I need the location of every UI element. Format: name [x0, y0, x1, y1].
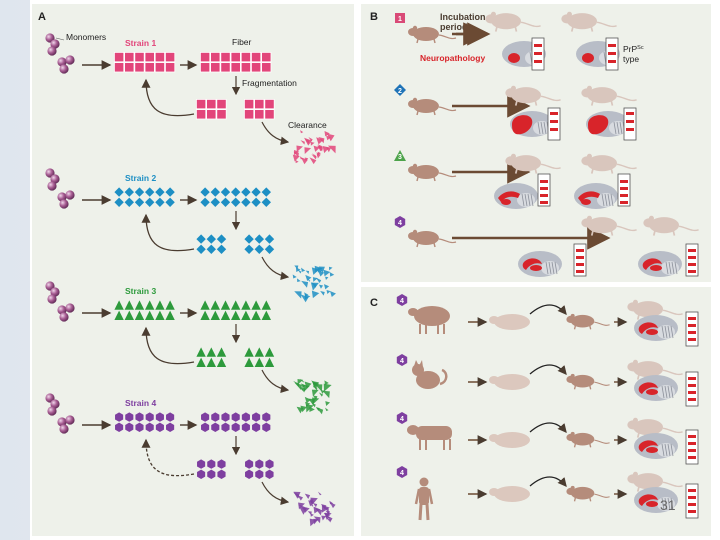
brain-icon — [574, 183, 618, 209]
strain-badge: 1 — [395, 13, 405, 23]
mouse-icon — [566, 431, 610, 448]
svg-text:4: 4 — [398, 220, 402, 227]
panel-b: B Incubation period Neuropathology PrPSc… — [361, 4, 711, 282]
svg-text:4: 4 — [400, 470, 404, 477]
panel-b-row-2: 2 — [394, 84, 637, 141]
mouse-icon — [408, 229, 457, 248]
mouse-icon — [505, 85, 561, 106]
svg-text:2: 2 — [398, 88, 402, 95]
brain-icon — [634, 315, 678, 341]
cat-icon — [412, 360, 448, 389]
panel-b-row-3: 3 — [394, 150, 637, 209]
prp-gel-icon — [685, 371, 699, 407]
prp-label-line1: PrPSc — [623, 44, 644, 54]
svg-text:1: 1 — [398, 16, 402, 23]
strain-label: Strain 4 — [125, 398, 156, 408]
monomers-label: Monomers — [66, 32, 106, 42]
mouse-icon — [561, 11, 617, 32]
mouse-icon — [566, 485, 610, 502]
prp-gel-icon — [685, 483, 699, 519]
panel-c-row-3: 4 — [396, 412, 699, 465]
panel-c: C 4 4 4 4 — [361, 287, 711, 536]
panel-c-row-2: 4 — [396, 354, 699, 407]
mouse-icon — [408, 97, 457, 116]
mouse-icon — [566, 373, 610, 390]
mouse-icon — [627, 359, 683, 380]
mouse-icon — [581, 85, 637, 106]
brain-icon — [518, 251, 562, 277]
strain-badge: 4 — [396, 412, 408, 424]
incubation-label-line1: Incubation — [440, 12, 486, 22]
strain-row-2: Strain 2 — [45, 168, 336, 303]
mouse-icon — [627, 471, 683, 492]
strain-row-4: Strain 4 — [45, 393, 336, 527]
strain-row-1: Strain 1 — [45, 33, 336, 165]
brain-icon — [586, 111, 630, 137]
mouse-icon — [485, 11, 541, 32]
prp-gel-icon — [623, 107, 637, 141]
mouse-icon — [408, 25, 457, 44]
brain-icon — [494, 183, 538, 209]
prp-gel-icon — [617, 173, 631, 207]
svg-text:4: 4 — [400, 416, 404, 423]
prp-gel-icon — [531, 37, 545, 71]
mouse-icon — [505, 153, 561, 174]
human-icon — [414, 477, 434, 521]
mouse-icon — [566, 313, 610, 330]
incubation-label-line2: period — [440, 22, 468, 32]
prp-gel-icon — [685, 429, 699, 465]
panel-a-letter: A — [38, 11, 46, 23]
svg-text:4: 4 — [400, 298, 404, 305]
brain-icon — [634, 375, 678, 401]
strain-badge: 2 — [394, 84, 406, 96]
strain-badge: 4 — [394, 216, 406, 228]
brain-icon — [638, 251, 682, 277]
mouse-icon — [408, 163, 457, 182]
strain-label: Strain 2 — [125, 173, 156, 183]
svg-text:3: 3 — [398, 154, 402, 161]
brain-icon — [634, 487, 678, 513]
panel-a: A Monomers Fiber Fragmentation Clearance… — [32, 4, 354, 536]
strain-badge: 4 — [396, 354, 408, 366]
prp-gel-icon — [537, 173, 551, 207]
panel-b-row-4: 4 — [394, 215, 699, 277]
prp-gel-icon — [685, 311, 699, 347]
cow-icon — [407, 425, 452, 450]
prp-gel-icon — [685, 243, 699, 277]
mouse-icon — [627, 299, 683, 320]
panel-c-row-1: 4 — [396, 294, 699, 347]
brain-icon — [510, 111, 554, 137]
brain-icon — [634, 433, 678, 459]
svg-text:4: 4 — [400, 358, 404, 365]
panel-c-letter: C — [370, 297, 378, 309]
mouse-icon — [581, 215, 637, 236]
strain-label: Strain 1 — [125, 38, 156, 48]
slide-number: 31 — [660, 497, 676, 513]
mouse-icon — [643, 215, 699, 236]
strain-row-3: Strain 3 — [45, 281, 332, 415]
mouse-icon — [581, 153, 637, 174]
prp-label-line2: type — [623, 54, 639, 64]
neuropathology-label: Neuropathology — [420, 53, 485, 63]
prp-gel-icon — [605, 37, 619, 71]
sheep-icon — [408, 306, 450, 334]
prp-gel-icon — [573, 243, 587, 277]
panel-c-row-4: 4 — [396, 466, 699, 521]
panel-b-letter: B — [370, 11, 378, 23]
strain-label: Strain 3 — [125, 286, 156, 296]
strain-badge: 3 — [394, 150, 406, 161]
strain-badge: 4 — [396, 294, 408, 306]
prp-gel-icon — [547, 107, 561, 141]
panel-b-row-1: 1 — [395, 11, 620, 71]
clearance-label: Clearance — [288, 120, 327, 130]
strain-badge: 4 — [396, 466, 408, 478]
fiber-label: Fiber — [232, 37, 252, 47]
fragmentation-label: Fragmentation — [242, 78, 297, 88]
